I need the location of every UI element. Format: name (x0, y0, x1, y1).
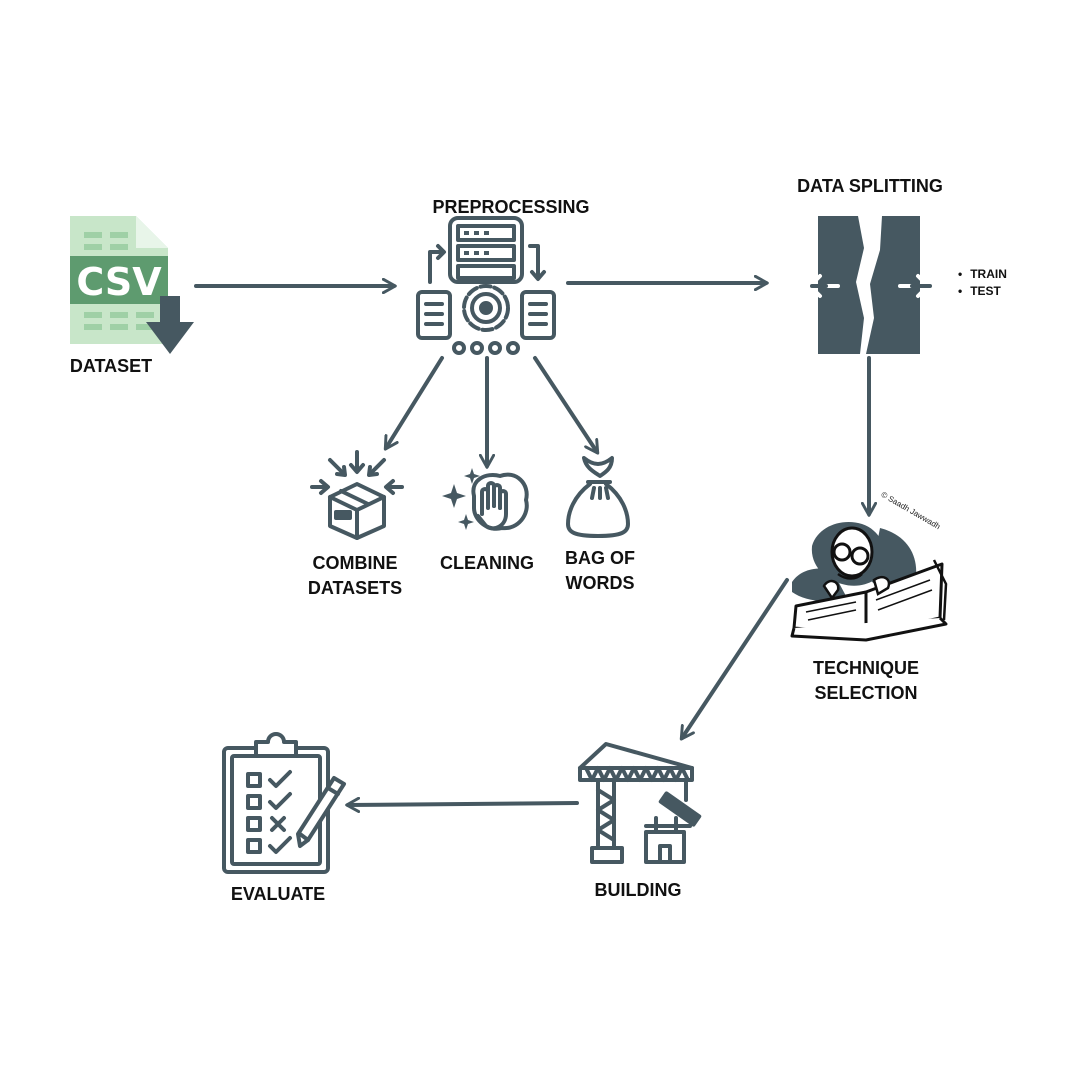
csv-file-download-icon: CSV (70, 216, 194, 354)
combine-label-line1: COMBINE (312, 553, 398, 573)
split-item-train: TRAIN (958, 266, 1007, 283)
server-gear-icon (416, 216, 556, 355)
arrow-preprocessing-to-combine (386, 356, 444, 448)
crane-icon (578, 742, 702, 864)
evaluate-label: EVALUATE (230, 884, 326, 904)
dataset-label: DATASET (69, 356, 153, 376)
combine-label-line2: DATASETS (307, 578, 403, 598)
data-splitting-label: DATA SPLITTING (797, 176, 943, 196)
building-label: BUILDING (594, 880, 682, 900)
cleaning-label: CLEANING (440, 553, 534, 573)
wipe-hand-icon (471, 472, 529, 531)
arrow-technique-to-building (682, 578, 789, 738)
technique-label-line1: TECHNIQUE (812, 658, 919, 678)
sparkle-icon (442, 468, 480, 530)
combine-datasets-label: COMBINE DATASETS (292, 551, 418, 601)
arrow-preprocessing-to-bag (533, 356, 597, 452)
bag-label-line2: WORDS (565, 573, 635, 593)
box-converge-icon (310, 450, 404, 540)
split-item-test: TEST (958, 283, 1007, 300)
split-items-list: TRAIN TEST (958, 266, 1007, 300)
clipboard-checklist-icon (222, 732, 346, 874)
technique-selection-label: TECHNIQUE SELECTION (796, 656, 936, 706)
bag-label-line1: BAG OF (565, 548, 635, 568)
bag-of-words-label: BAG OF WORDS (545, 546, 655, 596)
preprocessing-label: PREPROCESSING (432, 197, 590, 217)
technique-label-line2: SELECTION (814, 683, 918, 703)
arrow-building-to-evaluate (348, 803, 579, 805)
sack-icon (566, 456, 630, 538)
reader-with-book-icon (790, 522, 948, 642)
csv-badge-text: CSV (76, 260, 162, 304)
split-block-icon (808, 216, 932, 354)
